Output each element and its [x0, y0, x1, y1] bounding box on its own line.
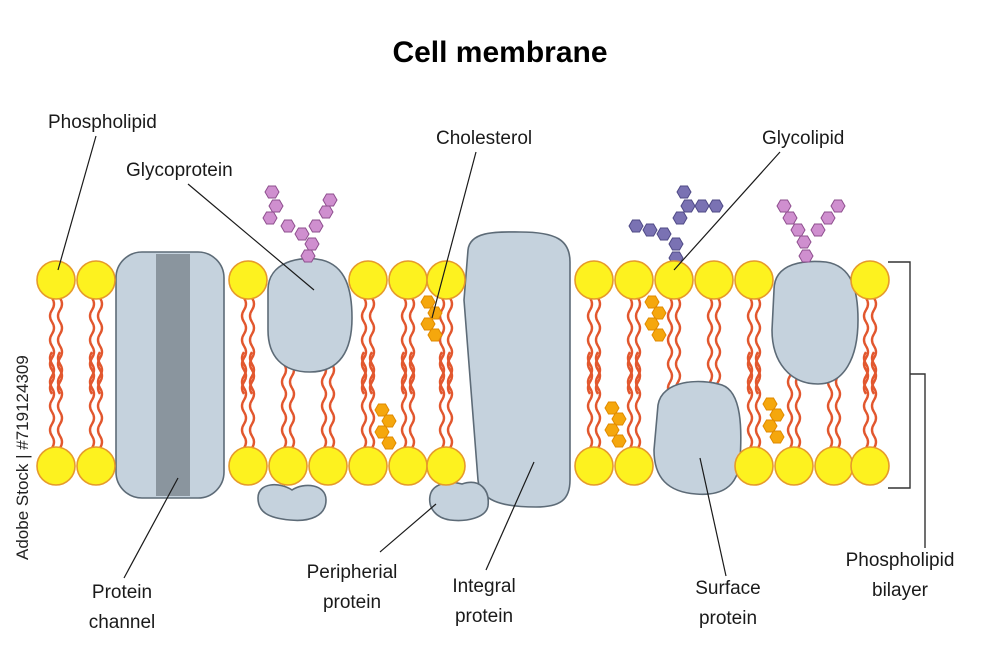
leader-lines [57, 135, 781, 579]
phospholipid-head [348, 260, 388, 300]
phospholipid-tail [586, 350, 602, 450]
phospholipid-tail [360, 296, 376, 396]
phospholipid-head [734, 446, 774, 486]
label-integral-protein-line2: protein [455, 606, 513, 627]
phospholipid-tail [88, 296, 104, 396]
peripheral-protein-left [257, 483, 327, 522]
phospholipid-head [574, 446, 614, 486]
phospholipid-head [614, 260, 654, 300]
glycolipid-sugar-chain-purple [628, 185, 724, 265]
phospholipid-tail [746, 296, 762, 396]
phospholipid-tail [438, 350, 454, 450]
phospholipid-tail [666, 296, 682, 396]
label-surface-protein-line2: protein [699, 608, 757, 629]
diagram-title: Cell membrane [392, 36, 607, 69]
phospholipid-head [654, 260, 694, 300]
label-glycolipid: Glycolipid [762, 128, 844, 149]
glycoprotein-body [267, 257, 353, 373]
cholesterol-molecule [375, 404, 396, 449]
label-cholesterol: Cholesterol [436, 128, 532, 149]
leader-line [379, 503, 437, 553]
phospholipid-head [774, 446, 814, 486]
label-integral-protein-line1: Integral [452, 576, 515, 597]
phospholipid-tail [400, 350, 416, 450]
phospholipid-head [850, 446, 890, 486]
phospholipid-head [426, 446, 466, 486]
phospholipid-head [574, 260, 614, 300]
phospholipid-heads [36, 260, 890, 486]
phospholipid-tail [48, 296, 64, 396]
phospholipid-head [850, 260, 890, 300]
leader-line [673, 151, 781, 271]
side-watermark-text: Adobe Stock | #719124309 [13, 355, 32, 560]
label-peripheral-protein-line2: protein [323, 592, 381, 613]
label-surface-protein-line1: Surface [695, 578, 760, 599]
label-phospholipid-bilayer-line2: bilayer [872, 580, 929, 601]
label-glycoprotein: Glycoprotein [126, 160, 233, 181]
cholesterol-molecule [763, 398, 784, 443]
glycolipid-protein-body [771, 260, 859, 385]
label-protein-channel-line2: channel [89, 612, 156, 633]
phospholipid-head [614, 446, 654, 486]
phospholipid-head [308, 446, 348, 486]
surface-protein [653, 380, 742, 496]
protein-channel [115, 251, 225, 499]
phospholipid-tail [400, 296, 416, 396]
phospholipid-tail [240, 296, 256, 396]
phospholipid-tail [862, 350, 878, 450]
phospholipid-head [228, 446, 268, 486]
phospholipid-head [228, 260, 268, 300]
leader-line [699, 457, 727, 577]
phospholipid-tail [586, 296, 602, 396]
phospholipid-tail [862, 296, 878, 396]
phospholipid-head [814, 446, 854, 486]
leader-line [485, 461, 535, 571]
phospholipid-tail [626, 350, 642, 450]
phospholipid-tail [88, 350, 104, 450]
bilayer-bracket-inner [910, 373, 926, 548]
phospholipid-head [76, 260, 116, 300]
cholesterol-molecule [645, 296, 666, 341]
phospholipid-head [388, 446, 428, 486]
phospholipid-head [268, 446, 308, 486]
peripheral-protein-right [428, 481, 489, 522]
leader-line [431, 151, 477, 319]
phospholipid-head [426, 260, 466, 300]
phospholipid-head [36, 446, 76, 486]
leader-line [187, 183, 315, 291]
phospholipid-head [388, 260, 428, 300]
phospholipid-tail [706, 296, 722, 396]
label-phospholipid: Phospholipid [48, 112, 157, 133]
phospholipid-head [348, 446, 388, 486]
glycolipid-sugar-chain-pink [776, 199, 846, 263]
glycoprotein-sugar-chain [262, 185, 338, 263]
phospholipid-head [734, 260, 774, 300]
label-peripheral-protein-line1: Peripherial [307, 562, 398, 583]
label-protein-channel-line1: Protein [92, 582, 152, 603]
phospholipid-tail [240, 350, 256, 450]
bilayer-bracket-right [888, 261, 911, 489]
cholesterol-molecule [605, 402, 626, 447]
leader-line [57, 135, 97, 271]
phospholipid-head [76, 446, 116, 486]
phospholipid-tail [746, 350, 762, 450]
integral-protein [463, 231, 571, 508]
phospholipid-tail [48, 350, 64, 450]
phospholipid-tail [360, 350, 376, 450]
leader-line [123, 477, 179, 579]
label-phospholipid-bilayer-line1: Phospholipid [846, 550, 955, 571]
phospholipid-head [694, 260, 734, 300]
cholesterol-molecule [421, 296, 442, 341]
phospholipid-head [36, 260, 76, 300]
phospholipid-tail [626, 296, 642, 396]
